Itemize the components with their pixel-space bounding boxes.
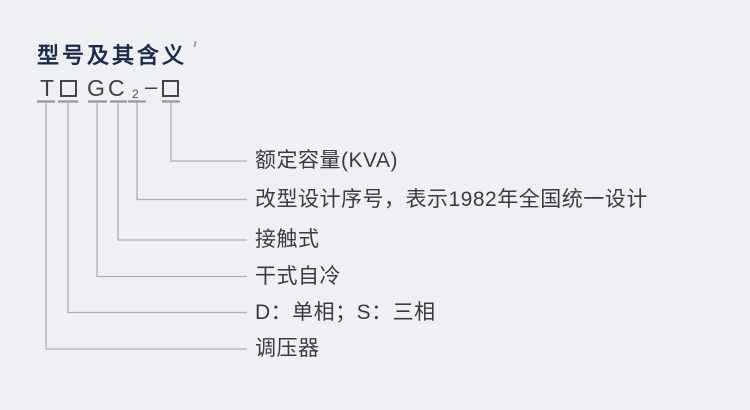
code-placeholder-box-phase (60, 80, 77, 97)
connector-regulator (45, 103, 247, 350)
legend-label-phase: D：单相；S：三相 (255, 301, 436, 324)
code-subscript-2: 2 (132, 87, 139, 101)
legend-label-contact-type: 接触式 (255, 228, 320, 251)
legend-label-rated-capacity: 额定容量(KVA) (255, 149, 398, 172)
connector-rated-capacity (170, 103, 247, 162)
code-letter-c: C (108, 75, 125, 101)
legend-label-regulator: 调压器 (255, 337, 320, 360)
code-letter-g: G (87, 75, 105, 101)
connector-phase (67, 103, 247, 314)
connector-dry-self-cooled (96, 103, 247, 278)
code-dash: – (145, 74, 158, 99)
elbow-connectors (45, 103, 247, 350)
code-letter-t: T (40, 75, 55, 101)
stray-mark (193, 40, 197, 48)
connector-contact-type (117, 103, 247, 241)
connector-design-serial (136, 103, 247, 201)
code-placeholder-box-capacity (162, 80, 179, 97)
section-title: 型号及其含义 (37, 43, 188, 68)
legend-label-dry-self-cooled: 干式自冷 (255, 265, 341, 288)
legend-label-design-serial: 改型设计序号，表示1982年全国统一设计 (255, 188, 648, 211)
